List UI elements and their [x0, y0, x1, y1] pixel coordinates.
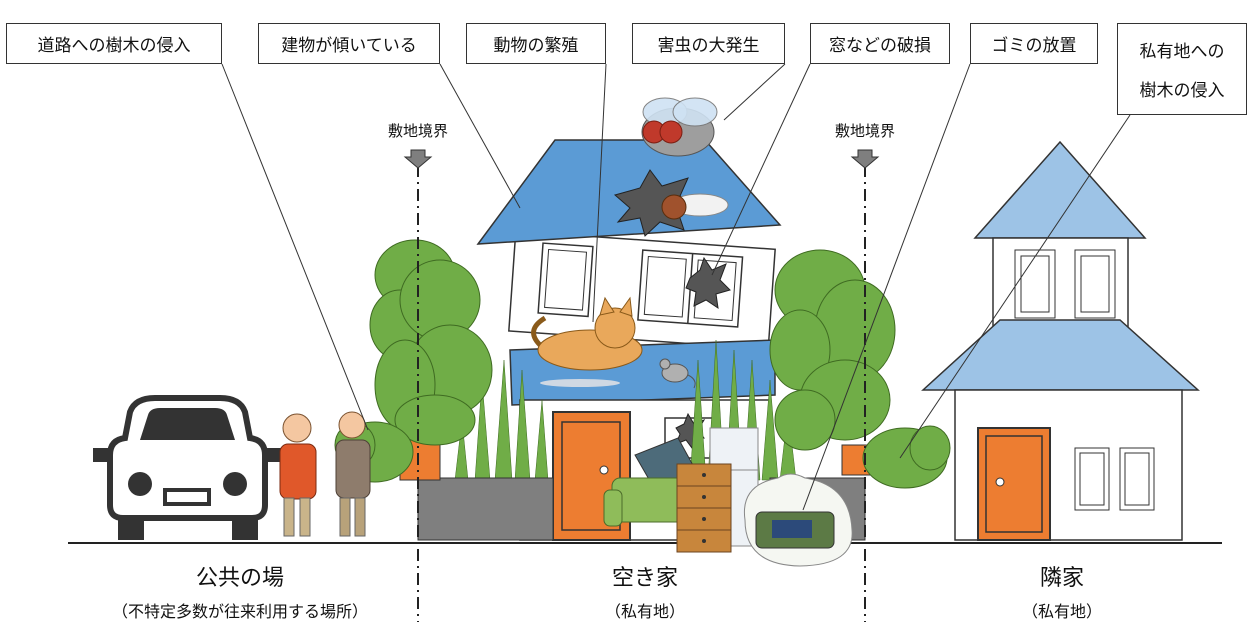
- vacant-area-note: （私有地）: [604, 602, 686, 621]
- vacant-area-name: 空き家: [611, 566, 679, 591]
- leader-lines: [221, 63, 1131, 511]
- label-animals: 動物の繁殖: [466, 23, 606, 64]
- right-tree-icon: [769, 249, 896, 476]
- people-icon: [279, 411, 371, 537]
- right-boundary-label: 敷地境界: [834, 122, 896, 140]
- public-area-note: （不特定多数が往来利用する場所）: [111, 602, 369, 621]
- cat-icon: [531, 296, 643, 387]
- left-boundary-arrow-icon: [403, 149, 433, 169]
- car-icon: [93, 395, 282, 540]
- right-boundary-arrow-icon: [850, 149, 880, 169]
- neighbor-lower-roof: [921, 319, 1200, 391]
- window: [537, 242, 594, 318]
- mouse-icon: [659, 358, 696, 389]
- label-private-trees: 私有地への 樹木の侵入: [1117, 23, 1247, 115]
- window-damage-icon: [685, 256, 731, 310]
- left-fence: [417, 477, 554, 541]
- neighbor-house: [921, 140, 1200, 541]
- left-tree-icon: [369, 239, 493, 481]
- neighbor-area-name: 隣家: [1039, 566, 1085, 591]
- neighbor-door: [977, 427, 1051, 541]
- left-boundary-label: 敷地境界: [387, 122, 449, 140]
- label-garbage: ゴミの放置: [970, 23, 1098, 64]
- neighbor-top-roof: [973, 140, 1147, 239]
- label-private-trees-line1: 私有地への: [1139, 42, 1225, 62]
- label-private-trees-line2: 樹木の侵入: [1139, 81, 1225, 101]
- fly-icon: [641, 97, 718, 157]
- garbage-bag-icon: [743, 473, 853, 567]
- public-area-name: 公共の場: [195, 566, 285, 591]
- larva-icon: [661, 193, 729, 220]
- garbage-pile: [603, 427, 853, 567]
- neighbor-area-note: （私有地）: [1021, 602, 1103, 621]
- dresser-icon: [676, 463, 732, 553]
- label-pests: 害虫の大発生: [632, 23, 785, 64]
- label-windows: 窓などの破損: [810, 23, 950, 64]
- right-bush-icon: [862, 425, 951, 489]
- label-tilting: 建物が傾いている: [258, 23, 440, 64]
- label-road-trees: 道路への樹木の侵入: [6, 23, 222, 64]
